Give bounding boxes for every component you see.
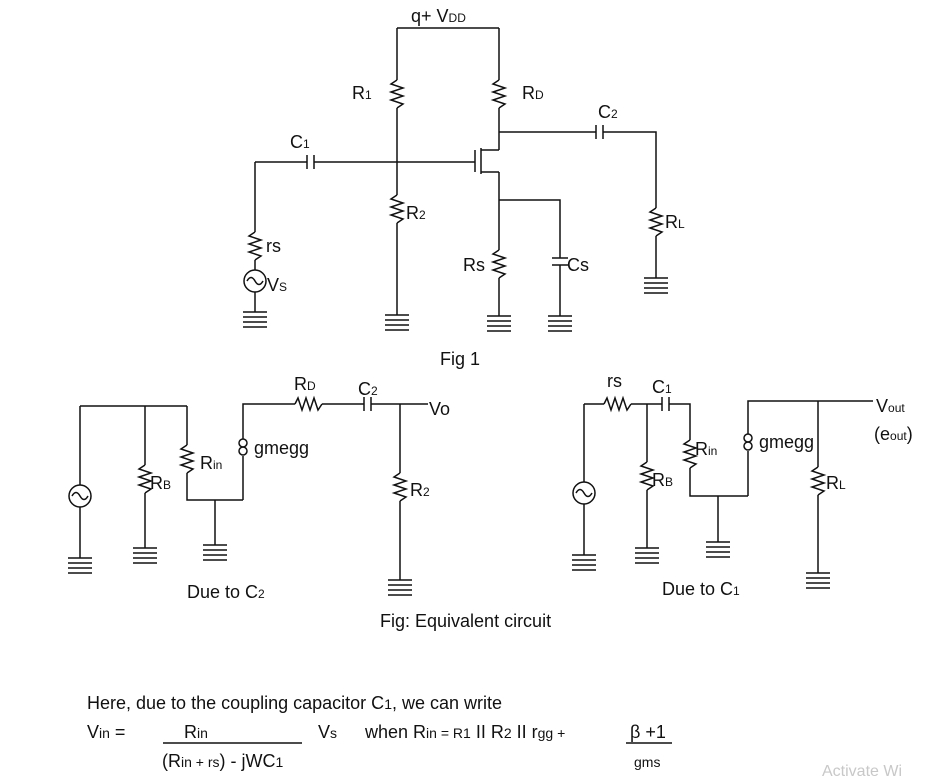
rl-label-2: RL [826,473,846,493]
rl-resistor-2 [809,466,827,496]
cs-label: Cs [567,255,589,275]
rd-resistor [490,79,508,109]
equivalent-circuit-c2: RB Rin gmegg RD C2 Vo R2 Due to C2 [67,374,450,602]
rs-small-resistor [246,231,264,261]
c1-label: C1 [290,132,310,152]
r1-resistor [388,79,406,109]
due-to-c2-caption: Due to C2 [187,582,265,602]
c1-label-eq: C1 [652,377,672,397]
gms-denominator: gms [634,754,660,770]
vo-label: Vo [429,399,450,419]
rs-label: Rs [463,255,485,275]
r1-label: R1 [352,83,372,103]
watermark: Activate Wi [822,763,902,776]
beta-numerator: β +1 [630,722,666,742]
rd-label: RD [522,83,544,103]
gmegg-label-2: gmegg [759,432,814,452]
intro-sentence: Here, due to the coupling capacitor C1, … [87,693,502,713]
eout-label: (eout) [874,424,913,444]
rl-label: RL [665,212,685,232]
equivalent-circuit-c1: rs C1 RB Rin gmegg RL Vout (eout) Due to [571,371,913,599]
vdd-label: q+ VDD [411,6,466,26]
r2-label: R2 [406,203,426,223]
rd-resistor-h [294,395,323,413]
rb-label: RB [150,473,171,493]
fig1-circuit: q+ VDD R1 R2 C1 rs VS RD [242,6,685,369]
vin-label: Vin = [87,722,125,742]
rd-label-eq: RD [294,374,316,394]
fig1-caption: Fig 1 [440,349,480,369]
r2-label-eq: R2 [410,480,430,500]
fraction-numerator: Rin [184,722,208,742]
current-source-icon [238,446,248,456]
r2-resistor-eq [391,472,409,502]
gmegg-label: gmegg [254,438,309,458]
vs-label: VS [267,275,287,295]
equation-block: Here, due to the coupling capacitor C1, … [87,693,902,776]
rin-label-2: Rin [695,439,717,459]
rin-resistor-2 [681,439,699,469]
vout-label: Vout [876,396,905,416]
r2-resistor [388,194,406,224]
rb-resistor [136,464,154,494]
c2-label-eq: C2 [358,379,378,399]
rb-resistor-2 [638,461,656,491]
rs-label-eq: rs [607,371,622,391]
equivalent-caption: Fig: Equivalent circuit [380,611,551,631]
rs-small-label: rs [266,236,281,256]
rs-resistor [490,249,508,279]
current-source-icon-2 [743,441,753,451]
c2-label: C2 [598,102,618,122]
due-to-c1-caption: Due to C1 [662,579,740,599]
rs-resistor-h [603,395,632,413]
rin-label: Rin [200,453,222,473]
rb-label-2: RB [652,470,673,490]
when-clause: when Rin = R1 II R2 II rgg + [364,722,565,742]
rin-resistor [178,444,196,474]
rl-resistor [647,207,665,237]
vs-term: Vs [318,722,337,742]
fraction-denominator: (Rin + rs) - jWC1 [162,751,284,771]
